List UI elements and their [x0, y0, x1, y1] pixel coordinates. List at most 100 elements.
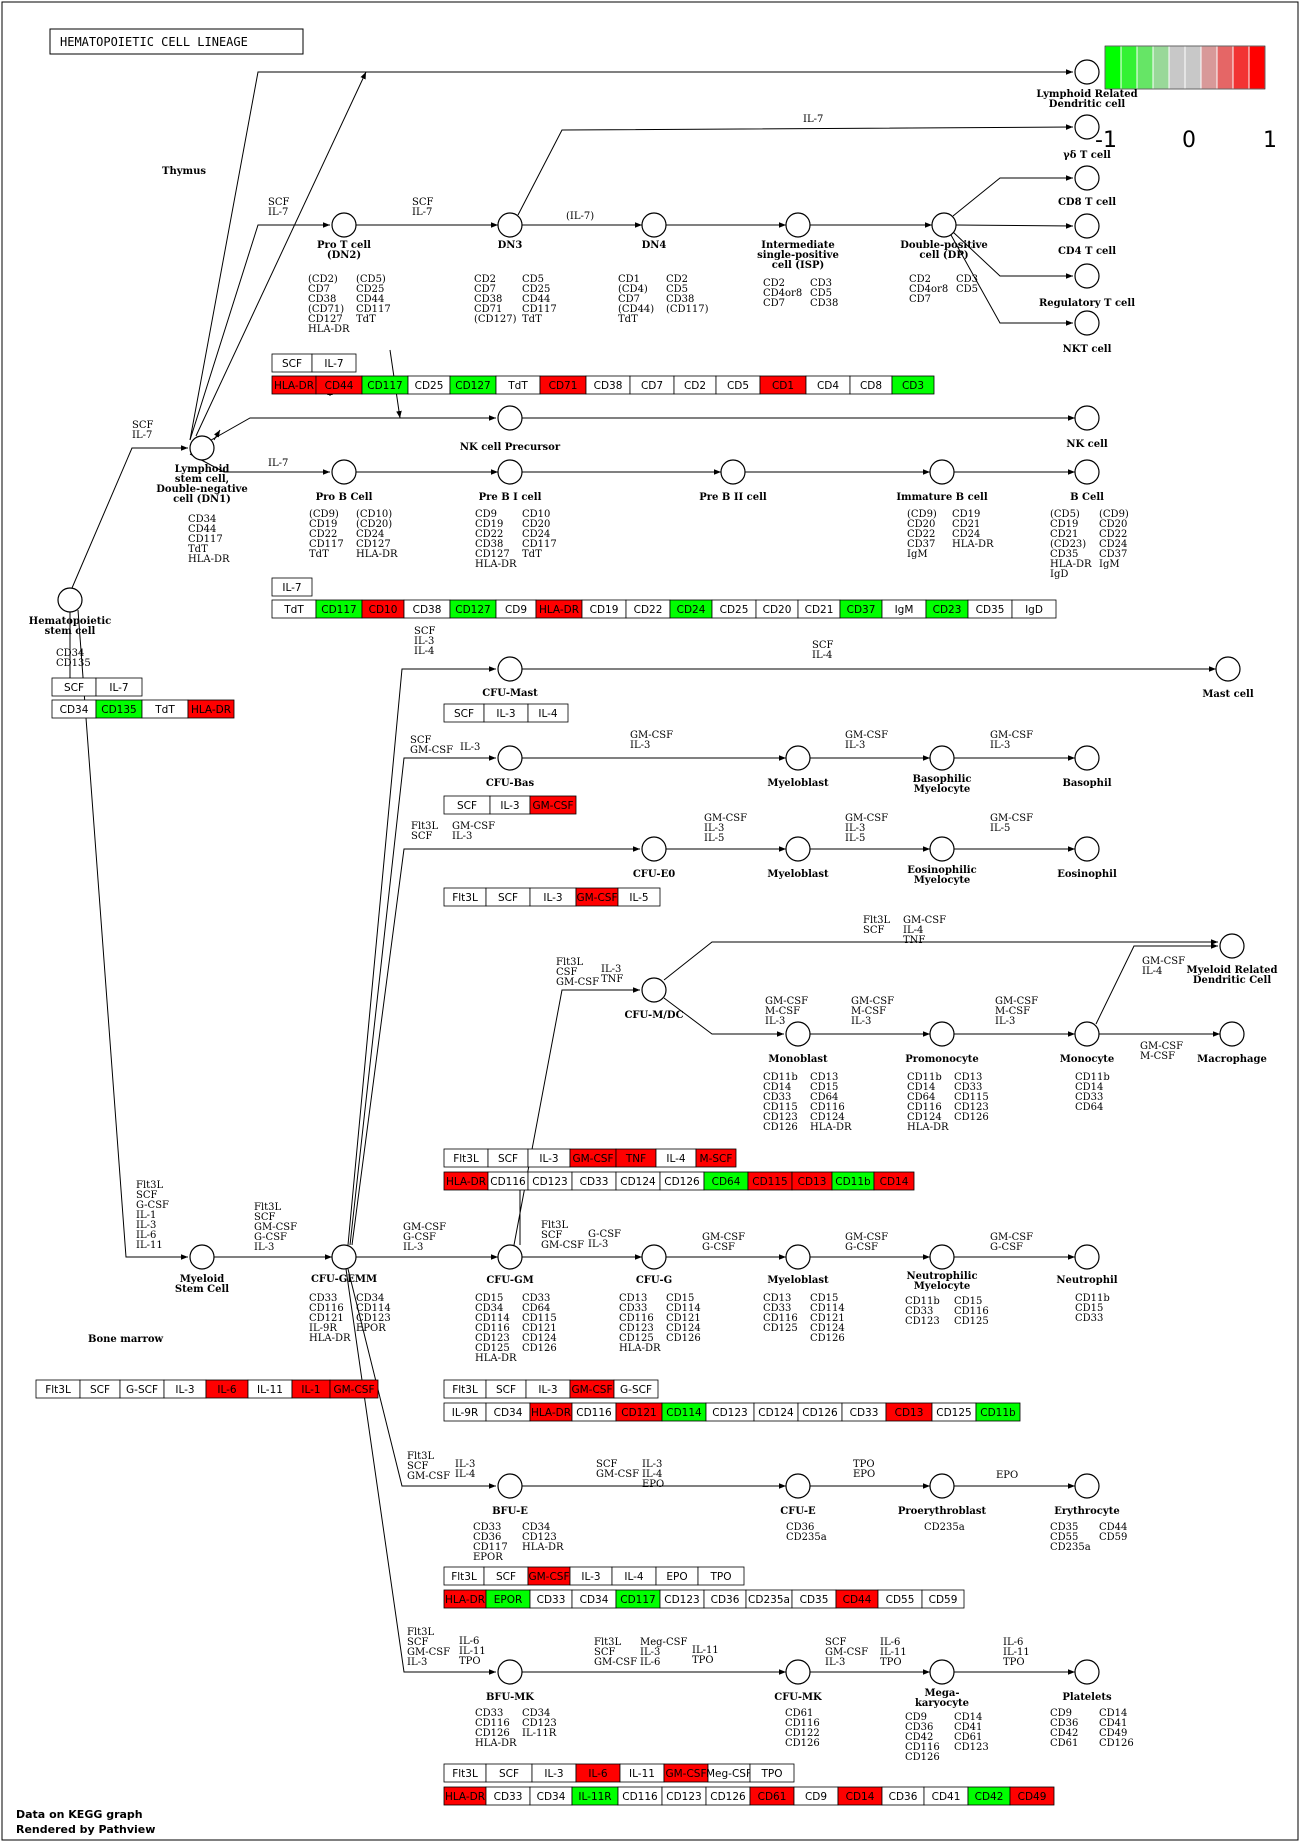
marker-text: CD1	[618, 274, 640, 285]
edge-label: GM-CSF	[1140, 1041, 1183, 1052]
cell-label: single-positive	[757, 250, 839, 261]
gene-label: M-SCF	[700, 1153, 733, 1165]
edge-label: IL-3	[460, 742, 480, 753]
cell-label: Eosinophil	[1057, 869, 1117, 880]
edge-label: IL-3	[452, 831, 472, 842]
gene-label: CD135	[101, 704, 136, 716]
gene-box-m-scf	[695, 1148, 737, 1168]
gene-label: IL-11	[257, 1384, 283, 1396]
cell-node-myelo2	[785, 836, 811, 862]
marker-text: CD7	[909, 294, 931, 305]
gene-label: CD34	[580, 1594, 609, 1606]
pathway-arrow	[952, 231, 1073, 279]
cell-label: Platelets	[1062, 1692, 1112, 1703]
gene-label: GM-CSF	[572, 1153, 613, 1165]
edge-label: IL-11	[692, 1645, 719, 1656]
marker-text: CD34	[522, 1522, 550, 1533]
gene-label: G-SCF	[620, 1384, 652, 1396]
legend-frame	[1104, 45, 1266, 90]
marker-text: CD124	[522, 1333, 557, 1344]
marker-text: CD33	[1075, 1313, 1103, 1324]
edge-label: Flt3L	[541, 1220, 569, 1231]
cell-node-baso	[1074, 745, 1100, 771]
marker-text: CD34	[475, 1303, 503, 1314]
legend-swatch	[1232, 45, 1250, 90]
marker-text: CD44	[188, 524, 216, 535]
marker-text: CD37	[907, 539, 935, 550]
legend-tick-label: -1	[1095, 128, 1117, 153]
gene-label: CD11b	[980, 1407, 1016, 1419]
marker-text: HLA-DR	[188, 554, 230, 565]
edge-label: IL-7	[132, 430, 152, 441]
edge-label: GM-CSF	[403, 1222, 446, 1233]
legend-swatch	[1248, 45, 1266, 90]
marker-text: CD19	[475, 519, 503, 530]
cell-label: (DN2)	[327, 250, 361, 261]
gene-label: CD114	[666, 1407, 702, 1419]
gene-label: Meg-CSF	[706, 1768, 752, 1780]
gene-box-il-4	[527, 703, 569, 723]
gene-label: CD126	[802, 1407, 838, 1419]
marker-text: CD123	[954, 1742, 989, 1753]
diagram-title-text: HEMATOPOIETIC CELL LINEAGE	[60, 35, 248, 49]
marker-text: CD116	[954, 1306, 989, 1317]
cell-label: cell (ISP)	[772, 260, 824, 271]
credit-renderer: Rendered by Pathview	[16, 1823, 155, 1836]
marker-text: CD125	[763, 1323, 798, 1334]
gene-label: SCF	[496, 1384, 516, 1396]
cell-label: Mast cell	[1202, 689, 1254, 700]
edge-label: GM-CSF	[702, 1232, 745, 1243]
cell-label: γδ T cell	[1063, 150, 1111, 161]
marker-text: CD127	[308, 314, 343, 325]
gene-label: CD3	[902, 380, 924, 392]
cell-label: CFU-G	[636, 1275, 672, 1286]
marker-text: HLA-DR	[907, 1122, 949, 1133]
cell-label: Erythrocyte	[1054, 1506, 1119, 1517]
edge-label: SCF	[594, 1647, 616, 1658]
cell-label: Lymphoid Related	[1036, 89, 1137, 100]
gene-label: IL-7	[282, 582, 301, 594]
pathway-arrow	[71, 445, 188, 589]
marker-text: CD116	[907, 1102, 942, 1113]
marker-text: CD121	[810, 1313, 845, 1324]
gene-label: CD33	[537, 1594, 566, 1606]
marker-text: CD15	[810, 1082, 838, 1093]
edge-label: GM-CSF	[630, 730, 673, 741]
cell-node-hsc	[57, 587, 83, 613]
marker-text: CD7	[308, 284, 330, 295]
marker-text: CD114	[475, 1313, 510, 1324]
cell-node-prob	[331, 459, 357, 485]
gene-label: CD8	[860, 380, 882, 392]
marker-text: TdT	[188, 544, 208, 555]
cell-node-cd4t	[1074, 213, 1100, 239]
marker-text: CD116	[475, 1323, 510, 1334]
cell-node-bfumk	[497, 1659, 523, 1685]
gene-label: CD123	[712, 1407, 747, 1419]
cell-node-mono	[1074, 1021, 1100, 1047]
cell-label: CFU-MK	[774, 1692, 822, 1703]
edge-label: TPO	[1003, 1657, 1025, 1668]
marker-text: CD33	[1075, 1092, 1103, 1103]
gene-label: TdT	[283, 604, 304, 616]
edge-label: TNF	[903, 935, 925, 946]
cell-label: Myelocyte	[914, 1281, 971, 1292]
edge-label: M-CSF	[995, 1006, 1030, 1017]
marker-text: CD11b	[1075, 1072, 1110, 1083]
marker-text: CD5	[810, 288, 832, 299]
cell-node-dn4	[641, 212, 667, 238]
cell-label: Hematopoietic	[29, 616, 112, 627]
gene-label: IgM	[895, 604, 914, 616]
marker-text: CD123	[954, 1102, 989, 1113]
cell-label: Dendritic Cell	[1193, 975, 1271, 986]
marker-text: CD22	[309, 529, 337, 540]
gene-label: IL-3	[538, 1384, 557, 1396]
cell-node-proery	[929, 1473, 955, 1499]
marker-text: CD114	[666, 1303, 701, 1314]
gene-label: CD19	[590, 604, 619, 616]
cell-label: Myeloblast	[767, 869, 829, 880]
marker-text: (CD5)	[1050, 509, 1080, 520]
marker-text: (CD127)	[474, 314, 517, 325]
pathway-arrow	[517, 124, 1074, 216]
marker-text: CD121	[666, 1313, 701, 1324]
edge-label: TPO	[692, 1655, 714, 1666]
